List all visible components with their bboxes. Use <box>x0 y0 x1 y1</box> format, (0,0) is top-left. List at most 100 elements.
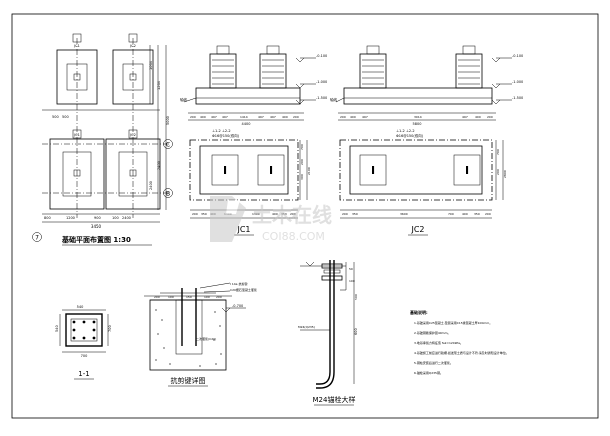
rebar-spec: Φ16@150(双向) <box>396 133 424 138</box>
jc1-detail: I I <box>183 45 316 219</box>
dim-text: 100 <box>112 216 119 220</box>
dim-text: 400 <box>272 212 278 216</box>
dim-text: 100 <box>204 295 210 299</box>
dim-text: 150 <box>186 295 192 299</box>
dim-text: 200 <box>342 212 348 216</box>
dim-text: 200 <box>487 115 493 119</box>
watermark: 土木在线 COI88.COM <box>210 196 332 243</box>
dim-text: 4400 <box>242 122 251 126</box>
dim-text: 800 <box>44 216 51 220</box>
axis-bubble <box>163 139 173 149</box>
dim-text: 400 <box>350 115 356 119</box>
dim-text: 200 <box>340 115 346 119</box>
dim-text: 1264 <box>157 80 161 90</box>
column-tag: JC2 <box>129 133 136 137</box>
watermark-brand: 土木在线 <box>252 203 332 227</box>
column-symbol: I <box>465 164 469 177</box>
dim-text: 500 <box>52 115 59 119</box>
detail-title: 抗剪键详图 <box>171 376 206 385</box>
callout-text: 轴线 <box>180 97 187 102</box>
dim-text: 3450 <box>91 224 102 229</box>
column-tag: JC2 <box>129 44 136 48</box>
axis-label: C <box>166 142 170 149</box>
rebar-note: ⊥1-2 ⊥2-2 <box>396 129 415 133</box>
dim-text: 400 <box>282 115 288 119</box>
dim-text: 700 <box>448 212 454 216</box>
dim-text: 700 <box>300 144 304 150</box>
dim-text: 200 <box>216 295 222 299</box>
dim-text: 2400 <box>122 216 131 220</box>
dim-text: 350 <box>201 212 207 216</box>
dim-text: 2400 <box>149 181 153 190</box>
footing-plan <box>105 138 161 210</box>
callout-text: M24(Q235) <box>298 325 315 329</box>
note-item: 2.基础钢筋保护层40mm。 <box>414 330 451 335</box>
dim-text: 497 <box>211 115 217 119</box>
elevation-text: -0.100 <box>512 54 523 58</box>
elevation-text: -1.000 <box>512 80 523 84</box>
plan-title: 基础平面布置图 1:30 <box>61 235 131 244</box>
dim-text: 1064 <box>149 60 153 70</box>
section-1-1 <box>59 309 109 353</box>
dim-text: 1414 <box>240 115 248 119</box>
elevation-text: -1.500 <box>512 96 523 100</box>
callout-text: 二次灌浆(C20) <box>196 336 216 341</box>
anchor-bolt-detail <box>300 260 355 389</box>
dim-text: 5800 <box>413 122 422 126</box>
dim-text: 497 <box>270 115 276 119</box>
footing-plan <box>112 49 154 105</box>
dim-text: 540 <box>77 305 84 309</box>
notes-title: 基础说明: <box>409 309 428 315</box>
dim-text: 900 <box>94 216 101 220</box>
dim-text: 50 <box>349 267 353 271</box>
watermark-site: COI88.COM <box>262 230 325 243</box>
dim-text: 700 <box>81 354 88 358</box>
sheet-border <box>11 13 599 419</box>
dim-text: 2400 <box>157 161 161 170</box>
dim-text: 3014 <box>414 115 422 119</box>
dim-text: 497 <box>258 115 264 119</box>
general-notes: 基础说明: 1.基础采用C25混凝土,垫层采用C15素混凝土厚100mm。 2.… <box>409 309 509 375</box>
foundation-plan <box>32 33 173 242</box>
dim-text: 350 <box>352 212 358 216</box>
footing-plan <box>49 138 105 210</box>
dim-text: 500 <box>62 115 69 119</box>
elevation-text: -1.500 <box>316 96 327 100</box>
rebar-note: ⊥1-2 ⊥2-2 <box>212 129 231 133</box>
dim-text: 540 <box>55 325 59 332</box>
elevation-text: -1.000 <box>316 80 327 84</box>
dim-text: 1300 <box>252 212 260 216</box>
dim-text: 200 <box>293 115 299 119</box>
dim-text: 700 <box>496 149 500 155</box>
dim-text: 200 <box>290 212 296 216</box>
note-item: 4.基础施工前应进行验槽,如发现土质与设计不符,请及时通知设计单位。 <box>414 350 509 355</box>
note-item: 1.基础采用C25混凝土,垫层采用C15素混凝土厚100mm。 <box>414 320 492 325</box>
jc2-detail: I I <box>335 45 512 219</box>
dim-text: 350 <box>281 212 287 216</box>
rebar-spec: Φ16@150(双向) <box>212 133 240 138</box>
axis-bubble <box>163 188 173 198</box>
dim-text: 400 <box>462 212 468 216</box>
dim-text: 700 <box>108 325 112 332</box>
callout-text: 轴线 <box>330 97 338 102</box>
dim-text: 497 <box>462 115 468 119</box>
column-tag: JC1 <box>73 133 80 137</box>
dim-text: 200 <box>485 212 491 216</box>
detail-title: 1-1 <box>78 370 89 378</box>
dim-text: 300 <box>300 174 304 180</box>
dim-text: 2100 <box>307 167 311 175</box>
column-symbol: I <box>269 164 273 177</box>
dim-text: 200 <box>496 169 500 175</box>
dim-text: 497 <box>362 115 368 119</box>
dim-text: 100 <box>349 279 355 283</box>
dim-text: 1200 <box>66 216 75 220</box>
callout-text: C20细石混凝土灌浆 <box>230 287 257 292</box>
dim-text: 200 <box>300 159 304 165</box>
detail-title: JC1 <box>236 225 250 234</box>
axis-label: B <box>166 191 170 198</box>
axis-label: 7 <box>35 235 39 242</box>
dim-text: 5000 <box>166 116 170 125</box>
callout-text: I 14a 抗剪键 <box>230 281 247 286</box>
